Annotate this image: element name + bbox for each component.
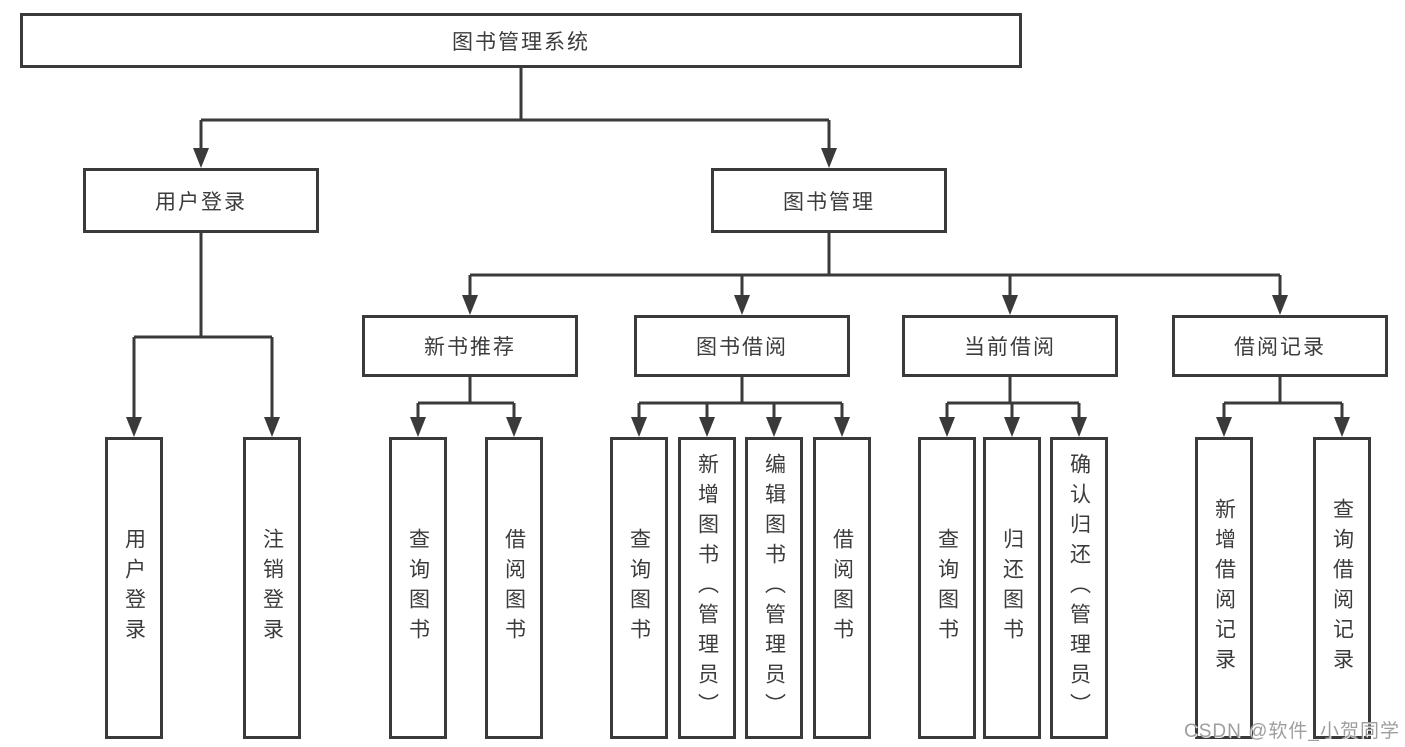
- arrowheads: [126, 148, 1350, 437]
- leaf-borrow-books-newrec: 借阅图书: [485, 437, 543, 739]
- leaf-borrow-books-borrow: 借阅图书: [813, 437, 871, 739]
- node-book-management: 图书管理: [711, 168, 947, 233]
- leaf-query-books-borrow: 查询图书: [610, 437, 668, 739]
- leaf-user-login: 用户登录: [105, 437, 163, 739]
- leaf-add-book-admin: 新增图书（管理员）: [678, 437, 736, 739]
- node-root: 图书管理系统: [20, 13, 1022, 68]
- node-borrow-records: 借阅记录: [1172, 315, 1388, 377]
- leaf-query-books-current: 查询图书: [918, 437, 976, 739]
- leaf-edit-book-admin: 编辑图书（管理员）: [745, 437, 803, 739]
- leaf-confirm-return-admin: 确认归还（管理员）: [1050, 437, 1108, 739]
- node-current-borrow: 当前借阅: [902, 315, 1118, 377]
- leaf-query-borrow-record: 查询借阅记录: [1313, 437, 1371, 739]
- node-book-borrow: 图书借阅: [634, 315, 850, 377]
- node-new-book-recommend: 新书推荐: [362, 315, 578, 377]
- leaf-query-books-newrec: 查询图书: [389, 437, 447, 739]
- csdn-watermark: CSDN @软件_小贺同学: [1184, 721, 1400, 742]
- leaf-return-books: 归还图书: [983, 437, 1041, 739]
- leaf-logout: 注销登录: [243, 437, 301, 739]
- node-user-login: 用户登录: [83, 168, 319, 233]
- leaf-add-borrow-record: 新增借阅记录: [1195, 437, 1253, 739]
